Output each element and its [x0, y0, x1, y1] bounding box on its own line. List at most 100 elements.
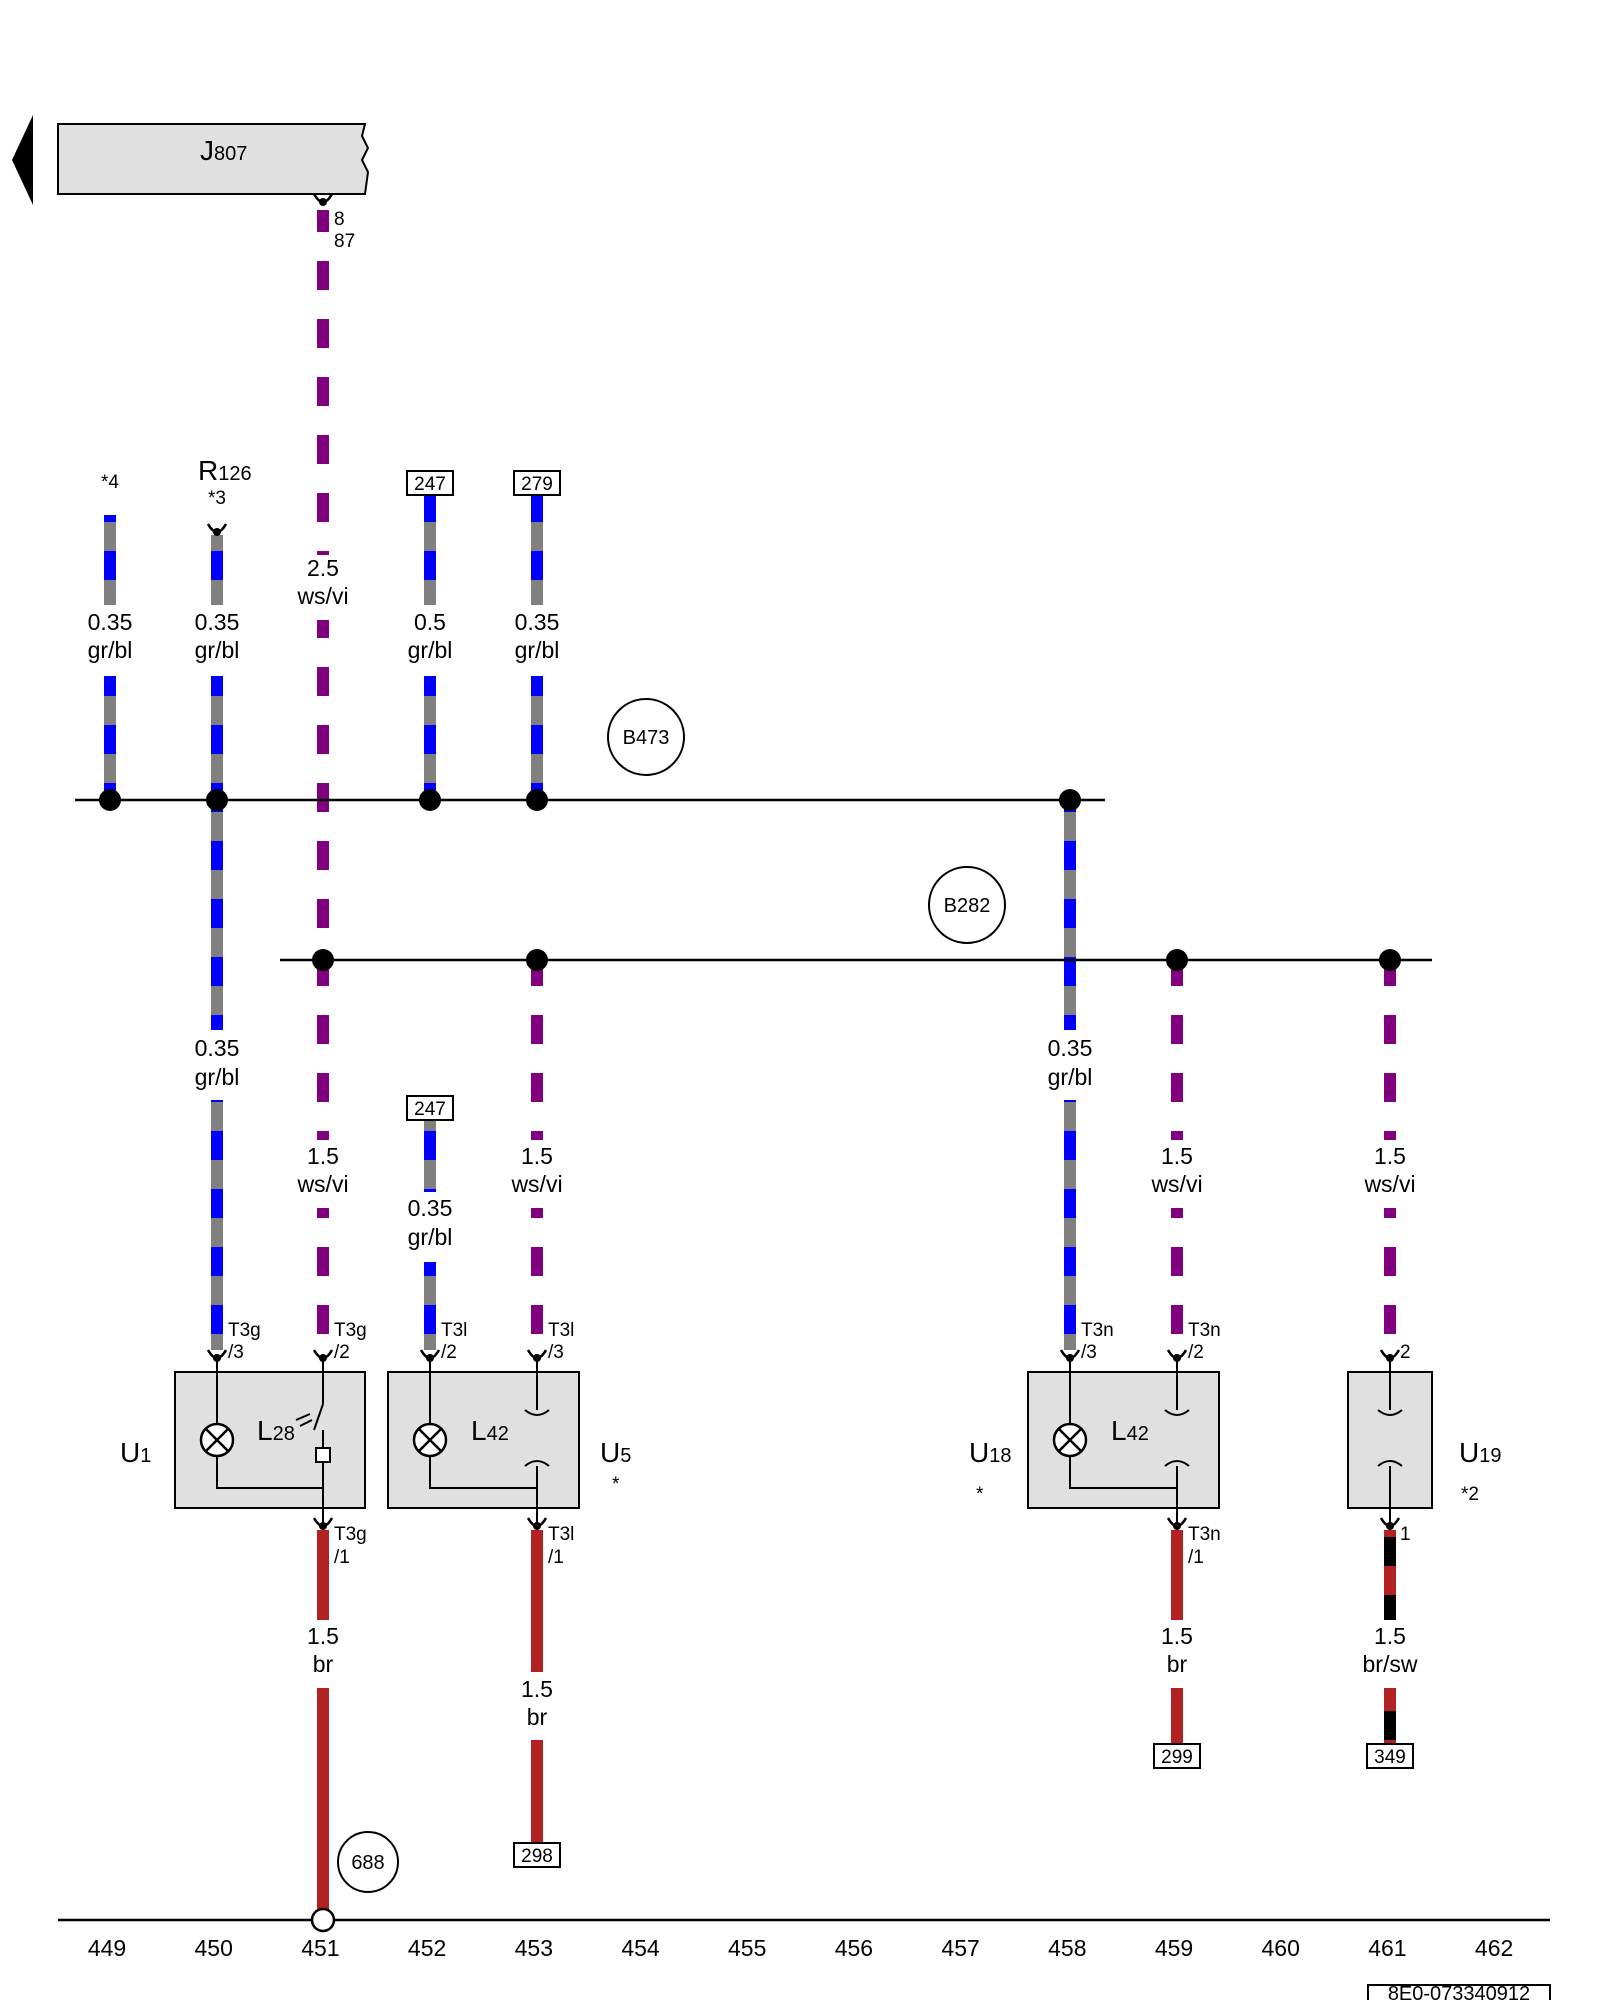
- connector-label: T3g: [334, 1320, 367, 1341]
- wire-color: br: [313, 1651, 334, 1677]
- ref-box-299[interactable]: 299: [1153, 1743, 1201, 1769]
- ref-box-label: 279: [521, 474, 553, 495]
- connector-label: T3n: [1188, 1524, 1221, 1545]
- connector-label: T3l: [548, 1320, 574, 1341]
- connector-pin-dot: [213, 1354, 221, 1362]
- u18-label: U18: [969, 1437, 1011, 1468]
- junction-dot: [1166, 949, 1188, 971]
- ref-box-label: 247: [414, 1099, 446, 1120]
- note-star-4: *4: [101, 472, 119, 493]
- ruler-number: 459: [1155, 1935, 1193, 1961]
- ruler-number: 460: [1262, 1935, 1300, 1961]
- wire-w-u19-1: [1384, 1688, 1396, 1744]
- wire-w-r126-top: [211, 535, 223, 605]
- wire-color: gr/bl: [408, 637, 453, 663]
- connector-pin-dot: [319, 198, 327, 206]
- j807-pin-a: 8: [334, 209, 345, 230]
- wire-color: br: [527, 1704, 548, 1730]
- wire-w-u5-3: [531, 1208, 543, 1350]
- ruler-number: 462: [1475, 1935, 1513, 1961]
- wire-size: 0.35: [88, 609, 133, 635]
- ref-box-label: 247: [414, 474, 446, 495]
- ruler-number: 455: [728, 1935, 766, 1961]
- wire-size: 1.5: [1161, 1143, 1193, 1169]
- u1-label: U1: [120, 1437, 151, 1468]
- connector-label: T3l: [441, 1320, 467, 1341]
- wire-w-279-top: [531, 495, 543, 605]
- ruler-number: 458: [1048, 1935, 1086, 1961]
- wire-size: 1.5: [307, 1143, 339, 1169]
- wire-w-279-top: [531, 676, 543, 800]
- wire-color: gr/bl: [515, 637, 560, 663]
- r126-label: R126: [198, 455, 252, 486]
- connector-pin: 1: [1400, 1524, 1411, 1545]
- ref-box-247-top[interactable]: 247: [406, 470, 454, 496]
- ref-box-279[interactable]: 279: [513, 470, 561, 496]
- wire-w-u19-2: [1384, 1208, 1396, 1350]
- connector-pin-dot: [1386, 1354, 1394, 1362]
- junction-dot: [312, 949, 334, 971]
- wire-size: 2.5: [307, 555, 339, 581]
- connector-pin: /2: [1188, 1342, 1204, 1363]
- wire-w-247-bot: [424, 1120, 436, 1192]
- connector-pin-dot: [319, 1354, 327, 1362]
- connector-pin-dot: [533, 1354, 541, 1362]
- wire-size: 1.5: [1161, 1623, 1193, 1649]
- u1-lamp-icon: [199, 1422, 235, 1458]
- wire-w-u18-2: [1171, 960, 1183, 1140]
- wire-color: gr/bl: [88, 637, 133, 663]
- wire-color: ws/vi: [1150, 1171, 1202, 1197]
- splice-b282: B282: [928, 866, 1006, 944]
- wire-w-u5-3: [531, 960, 543, 1140]
- r126-note: *3: [208, 488, 226, 509]
- connector-label: T3n: [1188, 1320, 1221, 1341]
- connector-pin: /1: [548, 1547, 564, 1568]
- connector-pin: /3: [1081, 1342, 1097, 1363]
- connector-pin-dot: [213, 528, 221, 536]
- wire-color: gr/bl: [408, 1224, 453, 1250]
- wire-size: 0.5: [414, 609, 446, 635]
- wire-w-r4-top: [104, 676, 116, 800]
- wire-size: 1.5: [1374, 1623, 1406, 1649]
- u5-circuit: [429, 1356, 550, 1524]
- splice-b473-label: B473: [623, 727, 670, 749]
- ref-box-247-bot[interactable]: 247: [406, 1095, 454, 1121]
- ruler-number: 449: [88, 1935, 126, 1961]
- u5-lamp-label: L42: [471, 1415, 509, 1446]
- connector-pin: /1: [1188, 1547, 1204, 1568]
- ruler-number: 451: [301, 1935, 339, 1961]
- u1-circuit: [216, 1356, 331, 1524]
- wire-size: 1.5: [521, 1676, 553, 1702]
- wire-w-u18-1: [1171, 1688, 1183, 1744]
- ref-box-349[interactable]: 349: [1366, 1743, 1414, 1769]
- junction-dot: [419, 789, 441, 811]
- connector-pin: /1: [334, 1547, 350, 1568]
- wire-size: 0.35: [515, 609, 560, 635]
- wire-w-u1-2: [317, 1208, 329, 1350]
- connector-pin-dot: [1066, 1354, 1074, 1362]
- connector-label: T3g: [334, 1524, 367, 1545]
- u19-label: U19: [1459, 1437, 1501, 1468]
- u1-lamp-label: L28: [257, 1415, 295, 1446]
- j807-arrow: [12, 115, 33, 205]
- wire-color: gr/bl: [195, 637, 240, 663]
- wire-color: gr/bl: [195, 1064, 240, 1090]
- wire-w-u5-1: [531, 1740, 543, 1843]
- wire-w-u18-3: [1064, 1100, 1076, 1350]
- u19-note: *2: [1461, 1484, 1479, 1505]
- wire-w-r126-top: [211, 676, 223, 1030]
- wire-w-u18-1: [1171, 1530, 1183, 1620]
- wire-size: 1.5: [1374, 1143, 1406, 1169]
- connector-label: T3g: [228, 1320, 261, 1341]
- connector-label: T3n: [1081, 1320, 1114, 1341]
- ref-box-298[interactable]: 298: [513, 1842, 561, 1868]
- u19-circuit: [1377, 1356, 1403, 1524]
- u5-note: *: [612, 1474, 620, 1495]
- ruler-number: 457: [941, 1935, 979, 1961]
- connector-pin: /2: [441, 1342, 457, 1363]
- connector-pin: /3: [228, 1342, 244, 1363]
- wire-color: ws/vi: [1363, 1171, 1415, 1197]
- wire-size: 0.35: [195, 609, 240, 635]
- wire-w-247-bot: [424, 1262, 436, 1350]
